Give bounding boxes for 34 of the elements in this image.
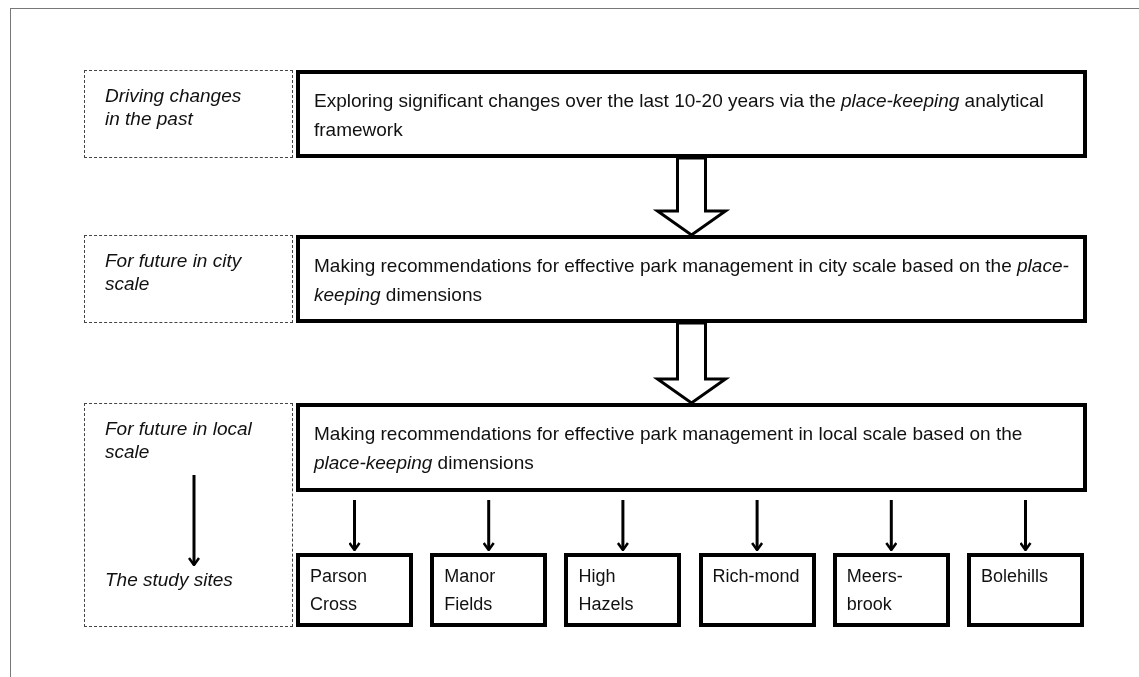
row-label: For future in local scale [105, 418, 255, 468]
row-label: The study sites [105, 569, 285, 595]
site-box [430, 553, 548, 627]
arrow [750, 500, 764, 552]
process-box [296, 403, 1087, 492]
site-box [698, 553, 816, 627]
node-text: Bolehills [981, 565, 1050, 588]
node-text: Driving changes in the past [105, 85, 243, 131]
node-text: For future in city scale [105, 250, 243, 296]
dashed-label-box [84, 70, 293, 158]
block-arrow [652, 156, 731, 237]
site-box [832, 553, 950, 627]
dashed-label-box [84, 235, 293, 323]
dashed-group-box [84, 403, 293, 627]
arrow [482, 500, 495, 552]
node-text: High Hazels [578, 565, 635, 616]
node-text: Making recommendations for effective park management in local scale based on the place-keeping dimensions [314, 422, 1024, 476]
block-arrow [652, 321, 731, 405]
site-box [296, 553, 413, 627]
node-text: Meers-brook [846, 565, 904, 616]
process-box [296, 70, 1087, 158]
node-text: Manor Fields [444, 565, 497, 616]
node-text: Making recommendations for effective park management in city scale based on the place-keeping dimensions [314, 254, 1069, 308]
site-box [564, 553, 682, 627]
arrow [885, 500, 898, 552]
arrow [1019, 500, 1032, 552]
node-text: Parson Cross [310, 565, 369, 616]
site-box [967, 553, 1084, 627]
process-box [296, 235, 1087, 323]
arrow [348, 500, 361, 552]
node-text: Exploring significant changes over the last 10-20 years via the place-keeping analytical framework [314, 89, 1045, 143]
node-text: Rich-mond [712, 565, 801, 588]
arrow [187, 475, 201, 567]
arrow [616, 500, 630, 552]
